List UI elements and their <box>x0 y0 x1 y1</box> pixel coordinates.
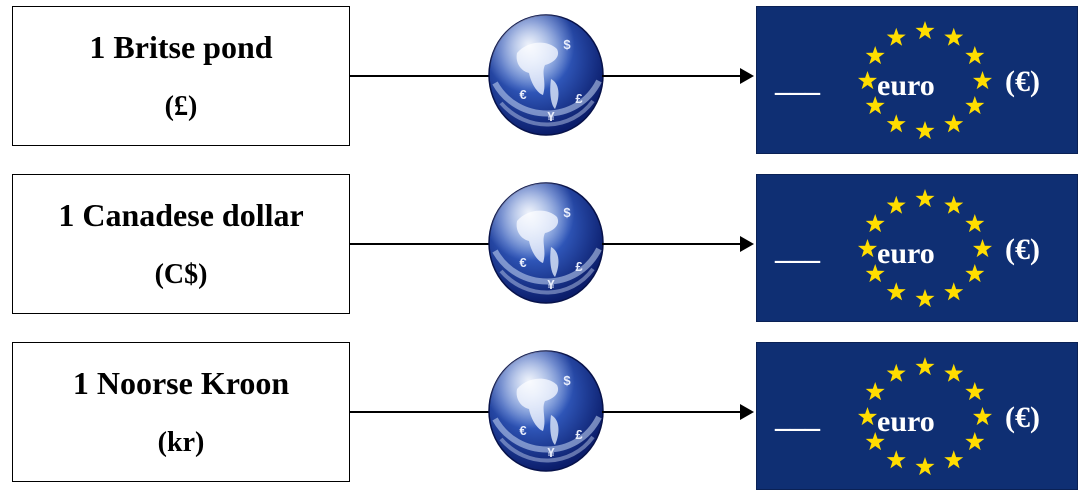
source-currency-box: 1 Noorse Kroon (kr) <box>12 342 350 482</box>
eu-star-icon <box>972 239 993 258</box>
euro-target-box: ___ euro (€) <box>756 6 1078 154</box>
eu-star-icon <box>865 382 885 401</box>
eu-star-icon <box>886 450 906 469</box>
euro-symbol: (€) <box>1005 65 1040 98</box>
eu-star-icon <box>944 114 964 133</box>
eu-star-icon <box>965 214 985 233</box>
eu-star-icon <box>965 432 985 451</box>
eu-star-icon <box>944 450 964 469</box>
arrow-right-icon <box>740 404 754 420</box>
globe-currency-symbol: $ <box>563 373 571 388</box>
conversion-row: 1 Canadese dollar (C$) $ € ¥ £ ___ euro (€) <box>0 168 1081 322</box>
eu-star-icon <box>965 382 985 401</box>
eu-stars-icon <box>857 21 993 140</box>
euro-label: euro <box>877 237 935 270</box>
globe-currency-symbol: $ <box>563 37 571 52</box>
source-currency-name: 1 Noorse Kroon <box>72 365 290 401</box>
eu-star-icon <box>886 363 906 382</box>
eu-star-icon <box>965 46 985 65</box>
globe-currency-symbol: € <box>519 255 526 270</box>
eu-star-icon <box>886 282 906 301</box>
conversion-row: 1 Britse pond (£) $ € ¥ £ ___ euro (€) <box>0 0 1081 154</box>
eu-star-icon <box>965 264 985 283</box>
eu-star-icon <box>865 96 885 115</box>
eu-star-icon <box>857 71 878 90</box>
eu-star-icon <box>865 46 885 65</box>
arrow-right-icon <box>740 236 754 252</box>
eu-star-icon <box>944 363 964 382</box>
eu-star-icon <box>915 21 935 40</box>
eu-star-icon <box>944 282 964 301</box>
eu-star-icon <box>915 457 935 476</box>
eu-star-icon <box>886 27 906 46</box>
globe-currency-symbol: ¥ <box>547 277 555 292</box>
eu-star-icon <box>915 121 935 140</box>
answer-blank: ___ <box>775 401 820 434</box>
source-currency-symbol: (C$) <box>154 259 208 290</box>
eu-star-icon <box>915 289 935 308</box>
globe-currency-symbol: £ <box>575 259 583 274</box>
connector-line <box>602 411 742 413</box>
currency-globe-icon: $ € ¥ £ <box>488 182 604 304</box>
eu-star-icon <box>886 114 906 133</box>
globe-currency-symbol: ¥ <box>547 445 555 460</box>
connector-line <box>602 243 742 245</box>
globe-currency-symbol: $ <box>563 205 571 220</box>
eu-star-icon <box>886 195 906 214</box>
source-currency-name: 1 Canadese dollar <box>58 197 304 233</box>
eu-star-icon <box>865 214 885 233</box>
connector-line <box>602 75 742 77</box>
globe-currency-symbol: € <box>519 87 526 102</box>
euro-label: euro <box>877 69 935 102</box>
eu-star-icon <box>857 239 878 258</box>
euro-symbol: (€) <box>1005 233 1040 266</box>
eu-star-icon <box>865 264 885 283</box>
currency-globe-icon: $ € ¥ £ <box>488 14 604 136</box>
arrow-right-icon <box>740 68 754 84</box>
eu-star-icon <box>972 407 993 426</box>
globe-currency-symbol: £ <box>575 91 583 106</box>
connector-line <box>350 243 490 245</box>
euro-target-box: ___ euro (€) <box>756 342 1078 490</box>
source-currency-box: 1 Britse pond (£) <box>12 6 350 146</box>
euro-target-box: ___ euro (€) <box>756 174 1078 322</box>
eu-stars-icon <box>857 357 993 476</box>
euro-label: euro <box>877 405 935 438</box>
conversion-row: 1 Noorse Kroon (kr) $ € ¥ £ ___ euro (€) <box>0 336 1081 490</box>
globe-currency-symbol: £ <box>575 427 583 442</box>
globe-currency-symbol: ¥ <box>547 109 555 124</box>
eu-star-icon <box>965 96 985 115</box>
eu-star-icon <box>915 357 935 376</box>
eu-star-icon <box>857 407 878 426</box>
source-currency-box: 1 Canadese dollar (C$) <box>12 174 350 314</box>
eu-star-icon <box>915 189 935 208</box>
source-currency-symbol: (£) <box>164 91 198 122</box>
eu-star-icon <box>865 432 885 451</box>
eu-star-icon <box>972 71 993 90</box>
connector-line <box>350 75 490 77</box>
source-currency-name: 1 Britse pond <box>89 29 273 65</box>
source-currency-symbol: (kr) <box>157 427 205 458</box>
eu-stars-icon <box>857 189 993 308</box>
connector-line <box>350 411 490 413</box>
currency-globe-icon: $ € ¥ £ <box>488 350 604 472</box>
answer-blank: ___ <box>775 233 820 266</box>
answer-blank: ___ <box>775 65 820 98</box>
globe-currency-symbol: € <box>519 423 526 438</box>
eu-star-icon <box>944 195 964 214</box>
euro-symbol: (€) <box>1005 401 1040 434</box>
eu-star-icon <box>944 27 964 46</box>
